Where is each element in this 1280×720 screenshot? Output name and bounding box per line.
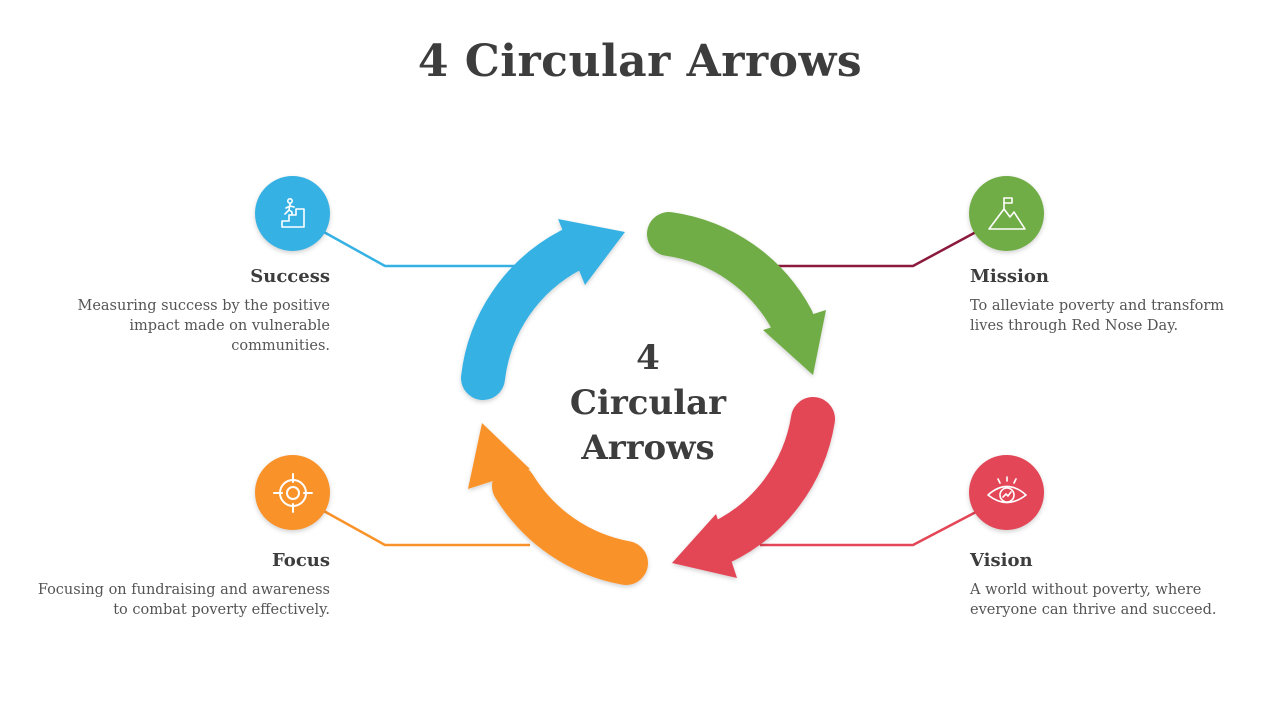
vision-icon-badge — [969, 455, 1044, 530]
focus-icon-badge — [255, 455, 330, 530]
mission-connector-line — [765, 230, 977, 268]
mission-icon-badge — [969, 176, 1044, 251]
focus-connector-line — [321, 508, 530, 547]
mission-description: To alleviate poverty and transform lives… — [970, 298, 1225, 334]
focus-description: Focusing on fundraising and awareness to… — [37, 582, 330, 618]
vision-title: Vision — [970, 550, 1033, 571]
center-label-line-2: Circular — [569, 383, 727, 423]
center-label-line-1: 4 — [636, 338, 660, 378]
success-arrow — [461, 219, 625, 400]
success-description: Measuring success by the positive impact… — [77, 298, 330, 354]
mountain-flag-icon — [987, 196, 1026, 230]
vision-arrow — [672, 397, 835, 578]
focus-title: Focus — [272, 550, 330, 571]
vision-description: A world without poverty, where everyone … — [970, 582, 1217, 618]
mission-arrow — [647, 212, 826, 375]
success-title: Success — [250, 266, 330, 287]
mission-title: Mission — [970, 266, 1049, 287]
success-icon-badge — [255, 176, 330, 251]
center-label: 4 Circular Arrows — [548, 336, 748, 471]
eye-icon — [986, 475, 1027, 503]
success-connector-line — [321, 229, 520, 268]
page-title: 4 Circular Arrows — [417, 36, 863, 87]
vision-connector-line — [760, 510, 977, 547]
crosshair-target-icon — [272, 472, 313, 513]
stairs-climber-icon — [280, 197, 305, 228]
center-label-line-3: Arrows — [581, 428, 715, 468]
focus-arrow — [468, 423, 648, 585]
